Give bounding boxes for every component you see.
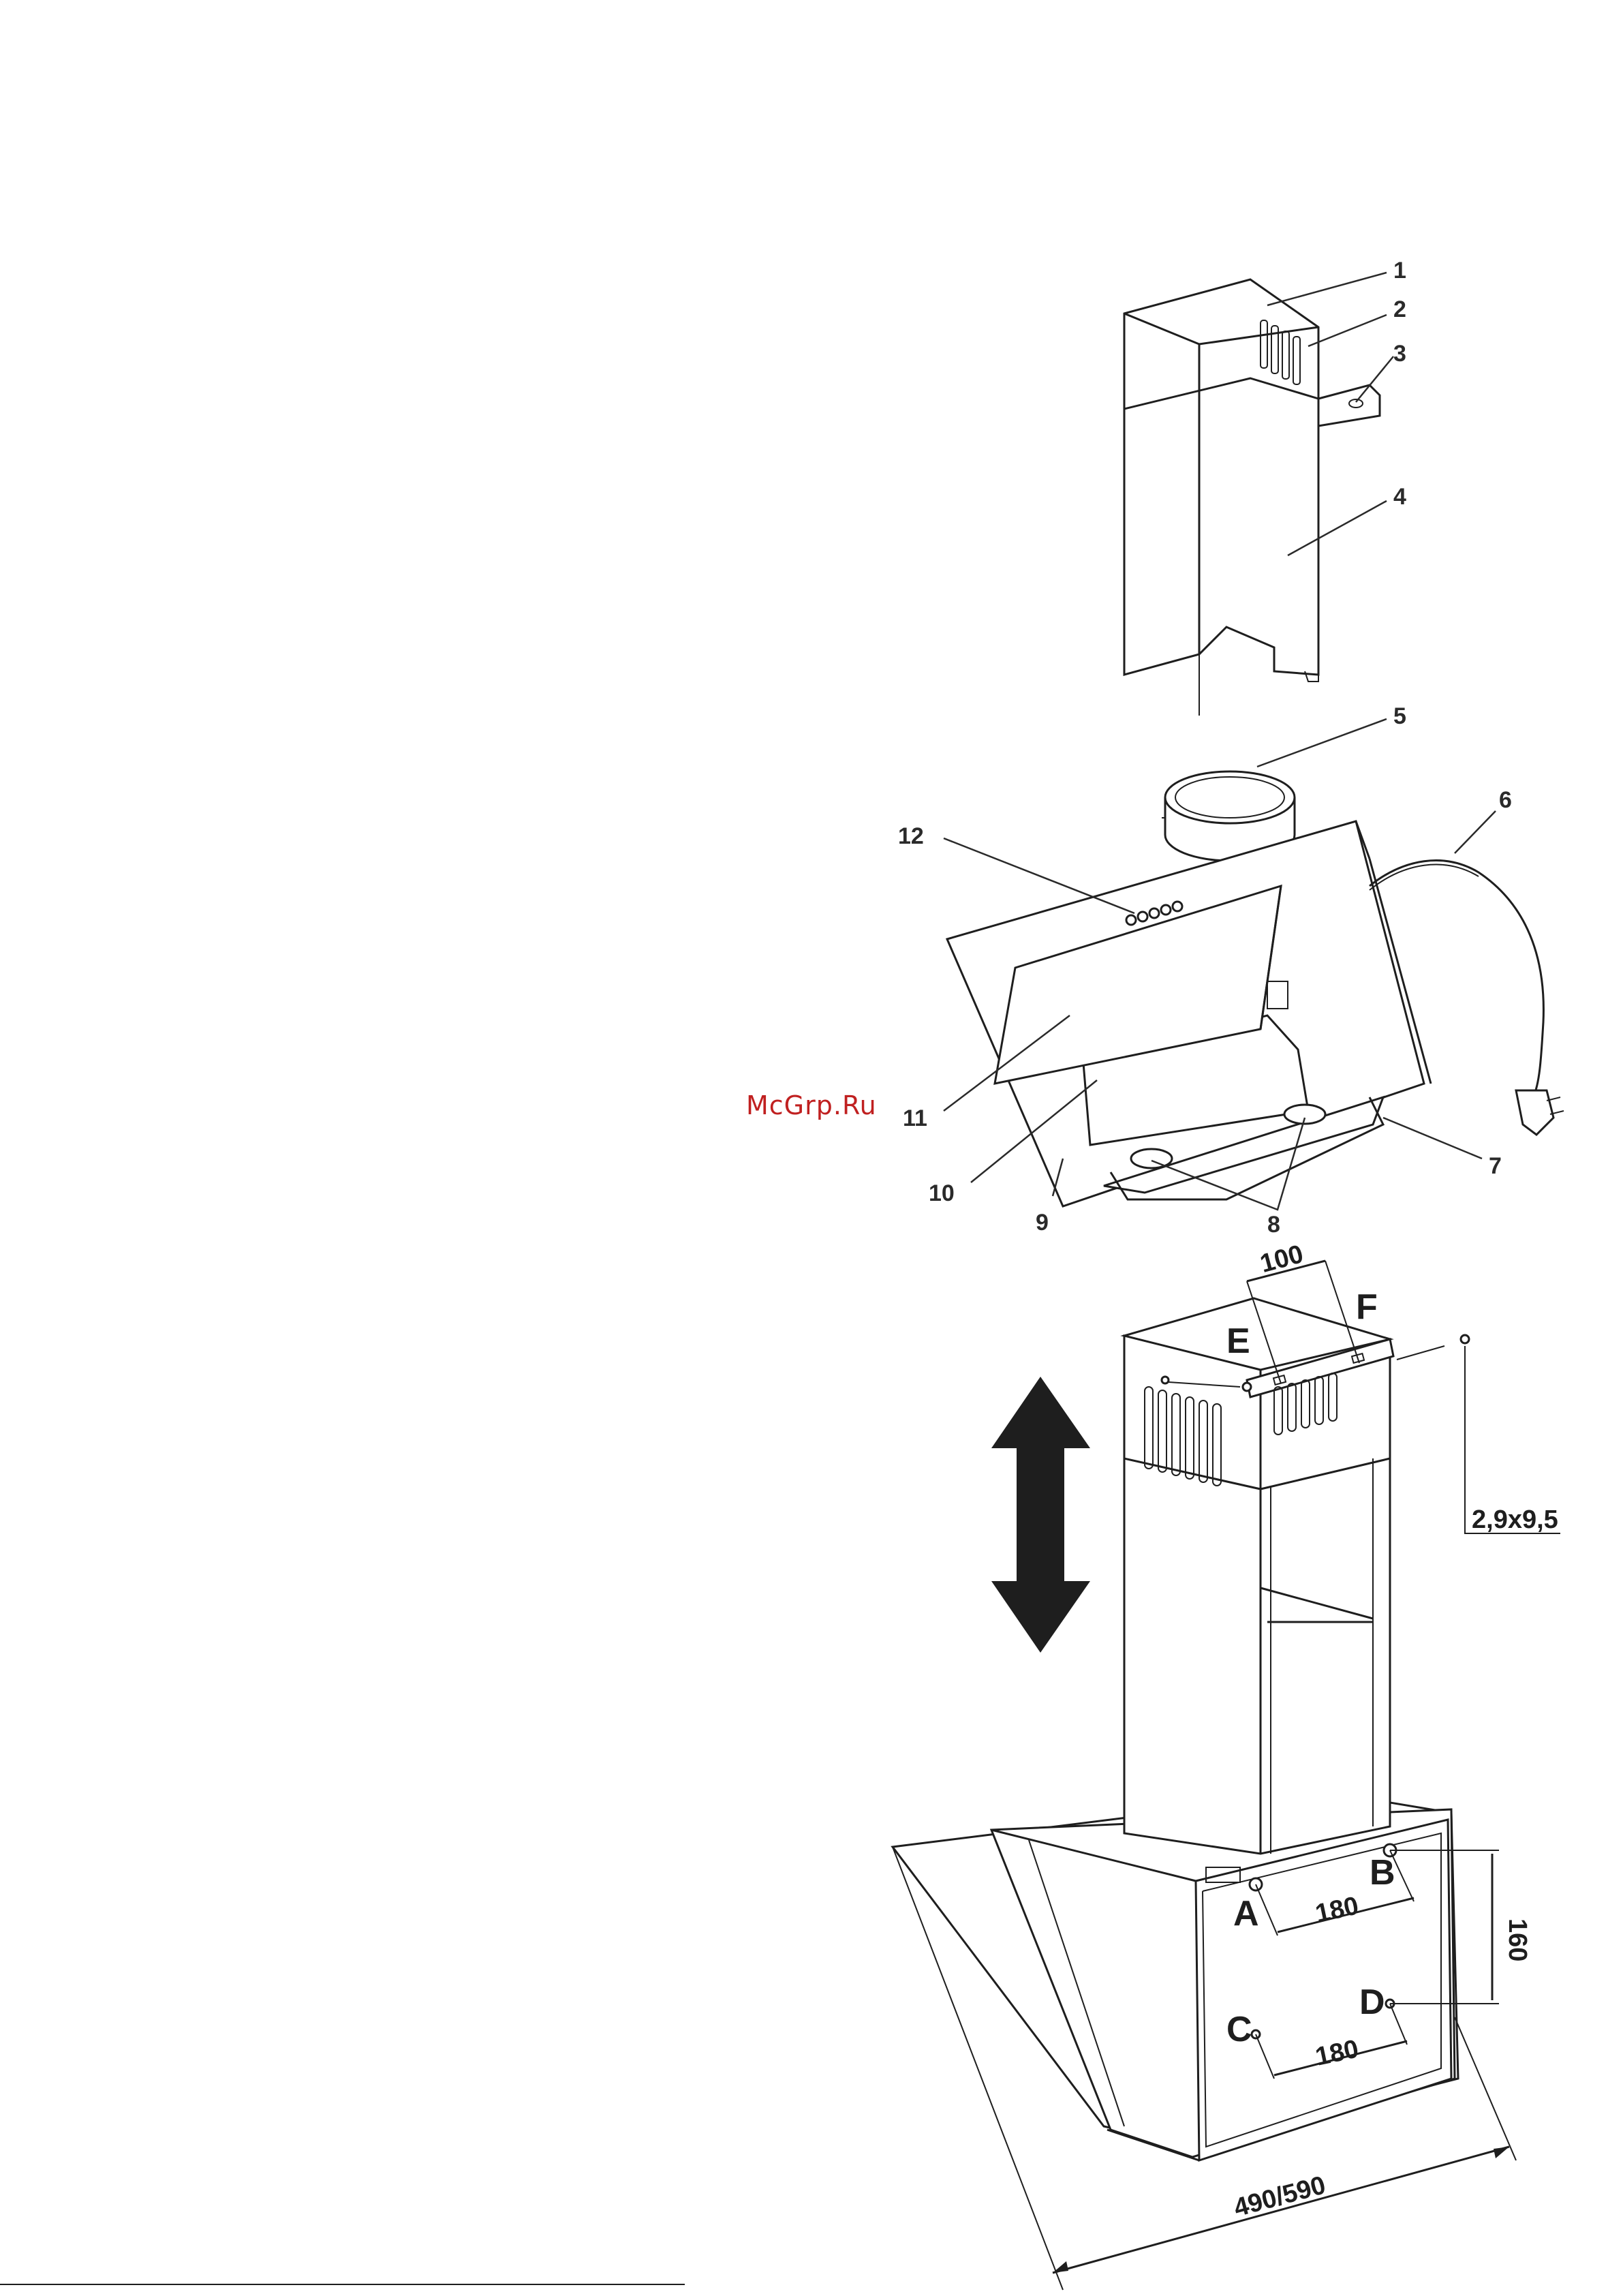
point-d-label: D <box>1359 1983 1385 2022</box>
installation-view: 2,9x9,5 100 E F 180 <box>893 1240 1560 2290</box>
callout-2: 2 <box>1393 296 1406 322</box>
wall-bracket <box>1318 385 1380 426</box>
watermark: McGrp.Ru <box>746 1090 877 1120</box>
chimney-cover <box>1124 279 1380 716</box>
callout-10: 10 <box>929 1180 955 1206</box>
callout-8: 8 <box>1267 1212 1280 1238</box>
hood-body <box>947 821 1431 1206</box>
point-e-label: E <box>1226 1321 1250 1361</box>
screw-detail: 2,9x9,5 <box>1397 1335 1560 1534</box>
point-f-label: F <box>1356 1287 1378 1327</box>
dimension-100-label: 100 <box>1257 1240 1306 1279</box>
dimension-160-label: 160 <box>1503 1918 1532 1961</box>
callout-1: 1 <box>1393 258 1406 284</box>
point-a-label: A <box>1233 1894 1259 1933</box>
screw-size: 2,9x9,5 <box>1472 1505 1558 1534</box>
callout-4: 4 <box>1393 484 1406 510</box>
callout-12: 12 <box>898 823 924 849</box>
height-adjust-arrow <box>991 1377 1090 1653</box>
point-b-label: B <box>1370 1853 1395 1893</box>
dimension-width-label: 490/590 <box>1231 2171 1329 2222</box>
callout-3: 3 <box>1393 341 1406 367</box>
exploded-view: 1 2 3 4 5 6 7 8 9 10 11 12 <box>898 258 1564 1238</box>
callout-7: 7 <box>1489 1153 1502 1179</box>
callout-5: 5 <box>1393 703 1406 729</box>
callout-11: 11 <box>903 1105 927 1131</box>
hood-body-installed <box>893 1792 1458 2160</box>
point-c-label: C <box>1226 2010 1252 2049</box>
callout-6: 6 <box>1499 787 1512 813</box>
callout-9: 9 <box>1036 1210 1049 1236</box>
chimney-installed <box>1124 1298 1393 1854</box>
